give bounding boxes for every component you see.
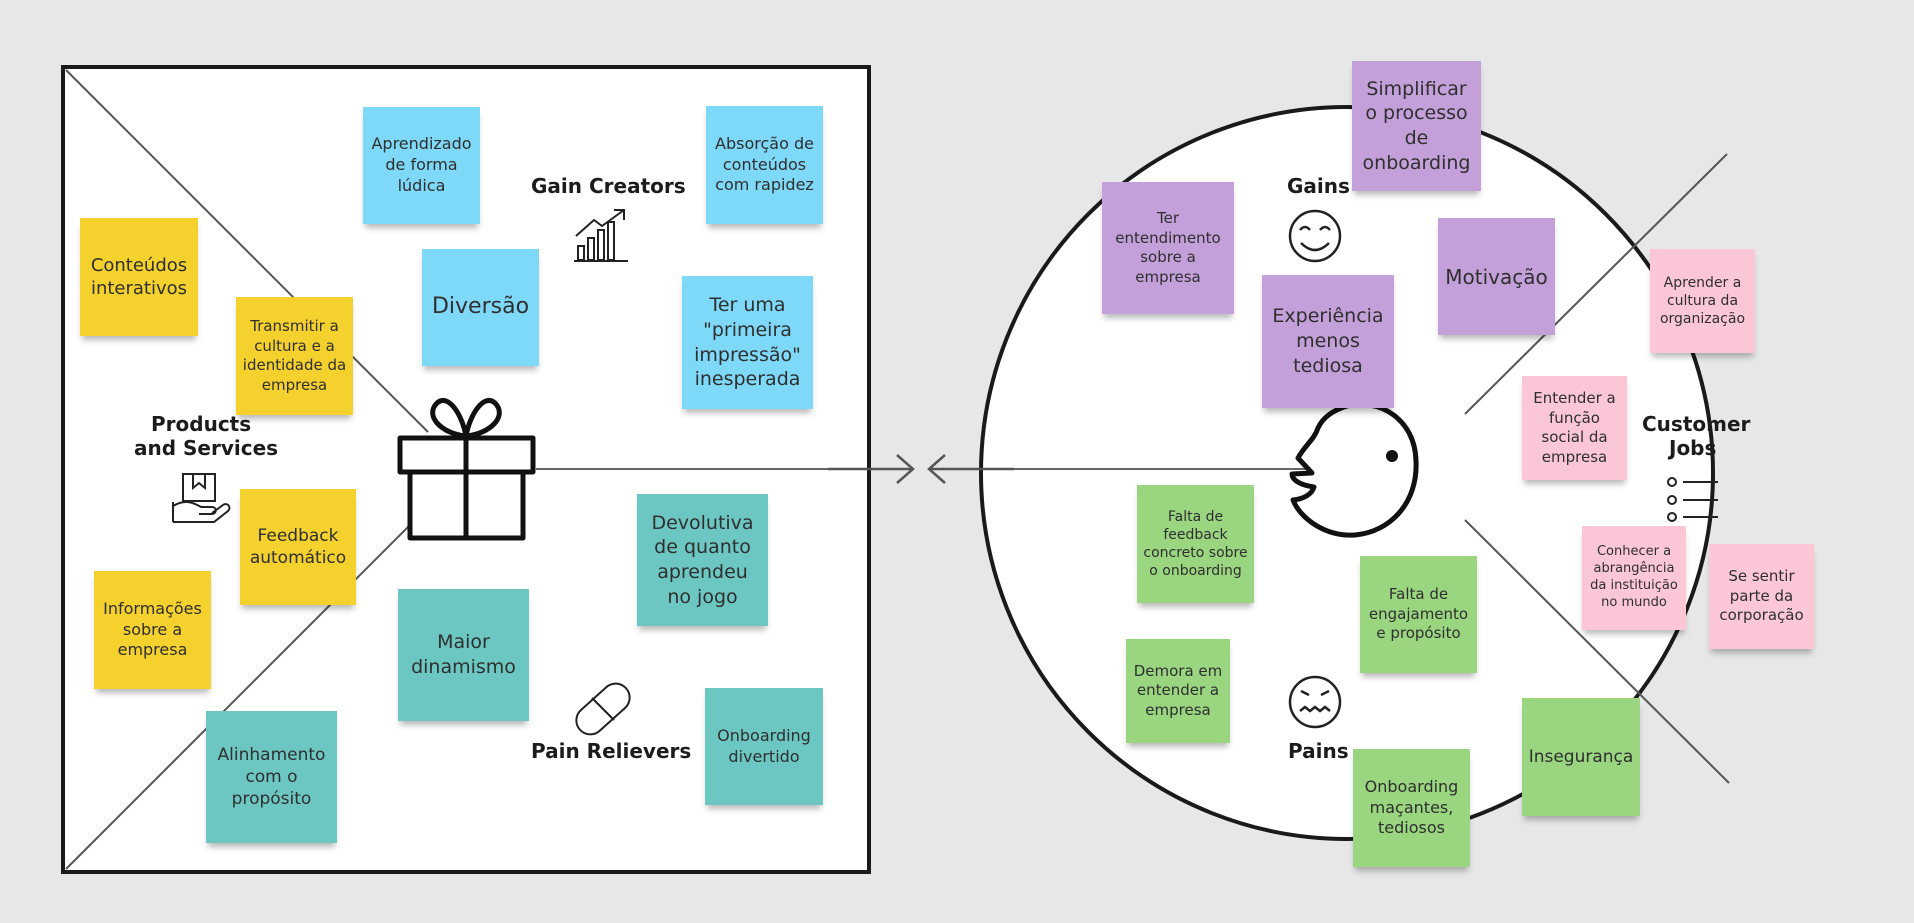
label-gains: Gains <box>1287 174 1350 198</box>
sticky-note-falta-engajamento[interactable]: Falta de engajamento e propósito <box>1360 556 1477 673</box>
smile-icon <box>1288 209 1342 263</box>
label-pains: Pains <box>1288 739 1349 763</box>
sticky-note-primeira-impressao[interactable]: Ter uma "primeira impressão" inesperada <box>682 276 813 409</box>
label-customer-jobs-line2: Jobs <box>1669 436 1717 460</box>
gift-icon <box>397 398 536 541</box>
list-icon <box>1667 477 1718 522</box>
product-in-hand-icon <box>172 473 231 523</box>
sticky-note-transmitir-cultura[interactable]: Transmitir a cultura e a identidade da e… <box>236 297 353 415</box>
label-customer-jobs-line1: Customer <box>1642 412 1751 436</box>
sticky-note-conteudos-interativos[interactable]: Conteúdos interativos <box>80 218 198 336</box>
face-head-icon <box>1289 401 1419 538</box>
sticky-note-motivacao[interactable]: Motivação <box>1438 218 1555 335</box>
customer-profile-divider-top <box>1464 153 1728 415</box>
value-map-divider-bottom <box>65 506 429 870</box>
sticky-note-diversao[interactable]: Diversão <box>422 249 539 366</box>
value-map-divider-top <box>65 69 429 433</box>
sticky-note-funcao-social[interactable]: Entender a função social da empresa <box>1522 376 1627 480</box>
sticky-note-demora[interactable]: Demora em entender a empresa <box>1126 639 1230 743</box>
sticky-note-aprender-cultura[interactable]: Aprender a cultura da organização <box>1650 249 1755 353</box>
sticky-note-onboarding-macantes[interactable]: Onboarding maçantes, tediosos <box>1353 749 1470 867</box>
upset-face-icon <box>1288 675 1342 729</box>
sticky-note-sentir-parte[interactable]: Se sentir parte da corporação <box>1709 544 1814 649</box>
label-pain-relievers: Pain Relievers <box>531 739 692 763</box>
pill-icon <box>575 682 631 736</box>
customer-profile-divider-bottom <box>1464 519 1730 784</box>
sticky-note-aprendizado-ludica[interactable]: Aprendizado de forma lúdica <box>363 107 480 224</box>
sticky-note-ter-entendimento[interactable]: Ter entendimento sobre a empresa <box>1102 182 1234 314</box>
sticky-note-conhecer-abrangencia[interactable]: Conhecer a abrangência da instituição no… <box>1582 526 1686 630</box>
label-products-services-line1: Products <box>151 412 252 436</box>
sticky-note-devolutiva[interactable]: Devolutiva de quanto aprendeu no jogo <box>637 494 768 626</box>
label-gain-creators: Gain Creators <box>531 174 686 198</box>
sticky-note-onboarding-divertido[interactable]: Onboarding divertido <box>705 688 823 805</box>
trending-up-icon <box>574 209 628 262</box>
sticky-note-feedback-automatico[interactable]: Feedback automático <box>240 489 356 605</box>
sticky-note-experiencia[interactable]: Experiência menos tediosa <box>1262 275 1394 408</box>
sticky-note-maior-dinamismo[interactable]: Maior dinamismo <box>398 589 529 721</box>
sticky-note-falta-feedback[interactable]: Falta de feedback concreto sobre o onboa… <box>1137 485 1254 603</box>
label-products-services-line2: and Services <box>134 436 279 460</box>
sticky-note-informacoes-empresa[interactable]: Informações sobre a empresa <box>94 571 211 689</box>
sticky-note-inseguranca[interactable]: Insegurança <box>1522 698 1640 816</box>
sticky-note-alinhamento[interactable]: Alinhamento com o propósito <box>206 711 337 843</box>
fit-arrows <box>828 454 1014 484</box>
sticky-note-absorcao-conteudos[interactable]: Absorção de conteúdos com rapidez <box>706 106 823 224</box>
sticky-note-simplificar[interactable]: Simplificar o processo de onboarding <box>1352 61 1481 191</box>
